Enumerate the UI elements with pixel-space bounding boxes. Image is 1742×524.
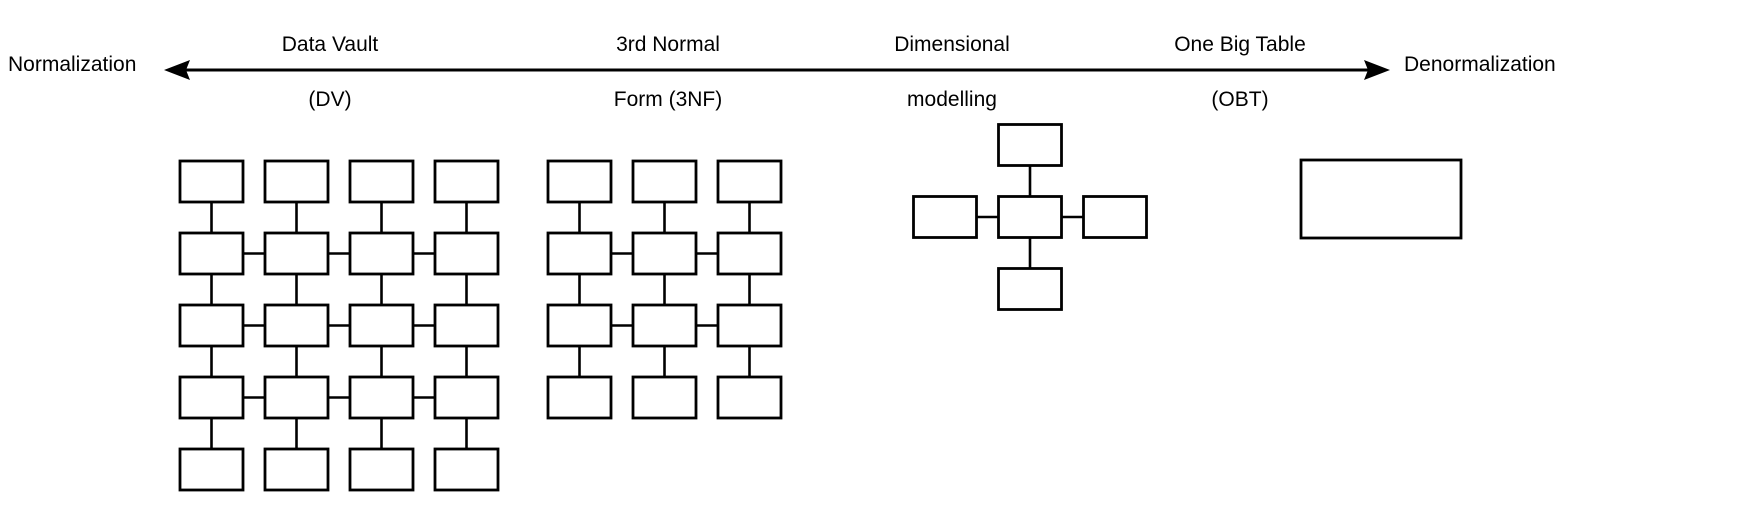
normalization-axis-arrow [164, 60, 1390, 80]
one-big-table-model [1299, 158, 1463, 240]
third-normal-form-table-box[interactable] [716, 375, 783, 420]
data-vault-table-box[interactable] [263, 375, 330, 420]
data-vault-table-box[interactable] [178, 447, 245, 492]
dimensional-model [912, 123, 1148, 311]
axis-label-denormalization: Denormalization [1404, 53, 1556, 76]
data-vault-table-box[interactable] [433, 447, 500, 492]
fact-table-box[interactable] [997, 195, 1063, 239]
data-vault-table-box[interactable] [433, 159, 500, 204]
data-vault-model [178, 159, 500, 492]
data-vault-table-box[interactable] [263, 447, 330, 492]
data-vault-table-box[interactable] [178, 231, 245, 276]
stage-label-dim-line2: modelling [907, 87, 997, 111]
data-vault-table-box[interactable] [433, 375, 500, 420]
axis-label-normalization: Normalization [8, 53, 137, 76]
stage-label-data-vault-line2: (DV) [308, 87, 352, 111]
stage-label-data-vault-line1: Data Vault [281, 33, 379, 57]
stage-label-3nf-line2: Form (3NF) [613, 87, 723, 111]
data-vault-table-box[interactable] [178, 159, 245, 204]
data-vault-table-box[interactable] [348, 159, 415, 204]
stage-label-dimensional-modelling: Dimensional modelling [852, 4, 1052, 140]
dimension-table-box[interactable] [912, 195, 978, 239]
stage-label-obt-line2: (OBT) [1211, 87, 1269, 111]
third-normal-form-model [546, 159, 783, 420]
third-normal-form-table-box[interactable] [546, 159, 613, 204]
stage-label-third-normal-form: 3rd Normal Form (3NF) [568, 4, 768, 140]
third-normal-form-table-box[interactable] [546, 231, 613, 276]
data-vault-table-box[interactable] [348, 231, 415, 276]
stage-label-data-vault: Data Vault (DV) [230, 4, 430, 140]
one-big-table-box[interactable] [1299, 158, 1463, 240]
data-vault-table-box[interactable] [348, 375, 415, 420]
third-normal-form-table-box[interactable] [716, 231, 783, 276]
third-normal-form-table-box[interactable] [546, 375, 613, 420]
third-normal-form-table-box[interactable] [631, 303, 698, 348]
third-normal-form-table-box[interactable] [631, 375, 698, 420]
dimension-table-box[interactable] [997, 123, 1063, 167]
stage-label-obt-line1: One Big Table [1174, 33, 1306, 57]
data-vault-table-box[interactable] [348, 303, 415, 348]
stage-label-dim-line1: Dimensional [894, 33, 1010, 57]
third-normal-form-table-box[interactable] [631, 159, 698, 204]
data-vault-table-box[interactable] [263, 231, 330, 276]
arrowhead-right [1364, 60, 1390, 80]
stage-label-3nf-line1: 3rd Normal [616, 33, 720, 57]
data-vault-table-box[interactable] [433, 303, 500, 348]
data-vault-table-box[interactable] [178, 303, 245, 348]
data-vault-table-box[interactable] [178, 375, 245, 420]
stage-label-one-big-table: One Big Table (OBT) [1135, 4, 1345, 140]
third-normal-form-table-box[interactable] [631, 231, 698, 276]
third-normal-form-table-box[interactable] [716, 159, 783, 204]
third-normal-form-table-box[interactable] [546, 303, 613, 348]
data-vault-table-box[interactable] [348, 447, 415, 492]
arrowhead-left [164, 60, 190, 80]
data-vault-table-box[interactable] [263, 159, 330, 204]
dimension-table-box[interactable] [997, 267, 1063, 311]
data-vault-table-box[interactable] [433, 231, 500, 276]
dimension-table-box[interactable] [1082, 195, 1148, 239]
third-normal-form-table-box[interactable] [716, 303, 783, 348]
data-vault-table-box[interactable] [263, 303, 330, 348]
